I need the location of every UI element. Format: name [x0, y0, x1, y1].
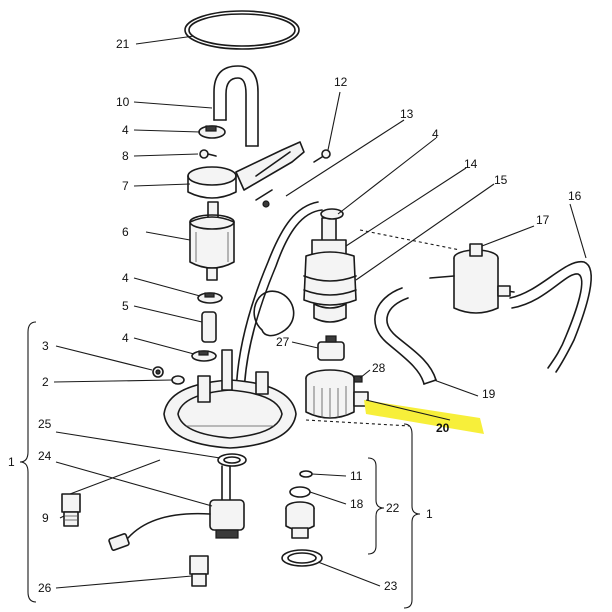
part-screw	[313, 149, 331, 163]
leader-lines	[53, 35, 587, 589]
part-washer	[171, 375, 185, 385]
part-snap-ring	[281, 549, 323, 567]
part-filter-bracket	[187, 141, 305, 208]
part-long-hose	[509, 261, 592, 373]
part-pressure-regulator	[285, 501, 315, 539]
part-fuel-pump	[303, 217, 357, 323]
part-small-o-ring	[299, 470, 313, 478]
callout-1-left: 1	[8, 455, 15, 469]
part-fuel-filter	[189, 201, 235, 281]
callout-17: 17	[536, 213, 550, 227]
part-hose-clamp-top	[198, 125, 226, 139]
part-wire-connector	[317, 335, 345, 361]
part-j-hose	[213, 65, 259, 147]
callout-4-lower: 4	[122, 331, 129, 345]
part-short-hose	[201, 311, 217, 343]
callout-27: 27	[276, 335, 290, 349]
callout-19: 19	[482, 387, 496, 401]
callout-1-right: 1	[426, 507, 433, 521]
callout-23: 23	[384, 579, 398, 593]
part-hose-clamp-middle	[197, 292, 223, 304]
callout-20: 20	[436, 421, 450, 435]
callout-12: 12	[334, 75, 348, 89]
brace-group-1-right	[403, 423, 421, 609]
part-screw-small	[199, 149, 217, 159]
callout-26: 26	[38, 581, 52, 595]
callout-5: 5	[122, 299, 129, 313]
part-pressure-damper	[429, 243, 515, 314]
part-regulator-washer	[289, 486, 311, 498]
part-mounting-flange	[163, 349, 297, 449]
part-hose-clamp-lower	[191, 350, 217, 362]
brace-group-22	[367, 457, 385, 555]
callout-6: 6	[122, 225, 129, 239]
part-seal-ring	[217, 453, 247, 467]
part-curved-hose	[374, 287, 437, 385]
callout-2: 2	[42, 375, 49, 389]
callout-7: 7	[122, 179, 129, 193]
callout-8: 8	[122, 149, 129, 163]
part-sender-unit	[108, 465, 245, 551]
callout-labels: 21 10 4 8 7 12 13 4 14 15 17 16 6 4 5 4 …	[8, 37, 582, 595]
callout-13: 13	[400, 107, 414, 121]
leader-20	[365, 399, 451, 421]
callout-9: 9	[42, 511, 49, 525]
callout-15: 15	[494, 173, 508, 187]
callout-22: 22	[386, 501, 400, 515]
callout-28: 28	[372, 361, 386, 375]
callout-10: 10	[116, 95, 130, 109]
callout-14: 14	[464, 157, 478, 171]
part-pump-clamp	[320, 208, 344, 220]
part-nut	[152, 366, 164, 378]
callout-4-top: 4	[122, 123, 129, 137]
callout-18: 18	[350, 497, 364, 511]
callout-25: 25	[38, 417, 52, 431]
callout-3: 3	[42, 339, 49, 353]
callout-4-pump: 4	[432, 127, 439, 141]
callout-21: 21	[116, 37, 130, 51]
callout-16: 16	[568, 189, 582, 203]
callout-24: 24	[38, 449, 52, 463]
callout-4-middle: 4	[122, 271, 129, 285]
part-sensor-fitting	[61, 493, 81, 527]
brace-group-1-left	[19, 321, 37, 603]
part-o-ring-gasket	[184, 10, 300, 50]
part-bottom-fitting	[189, 555, 209, 587]
callout-11: 11	[350, 469, 363, 483]
alignment-lines	[305, 229, 461, 427]
part-pump-strainer	[305, 369, 369, 419]
part-wiring-harness	[235, 201, 323, 401]
highlight-marker	[364, 400, 484, 434]
